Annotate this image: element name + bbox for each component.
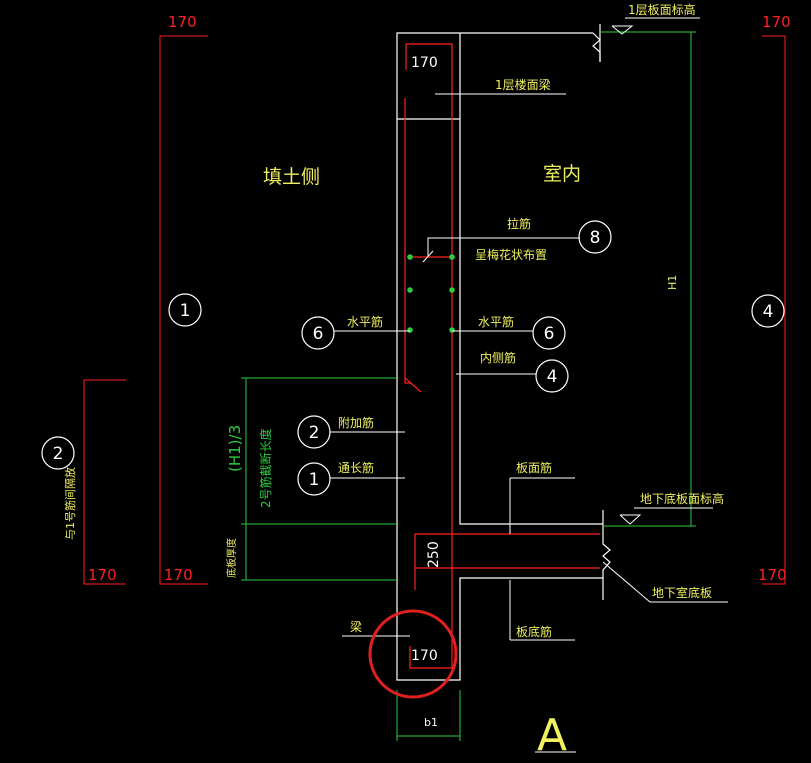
marker-circle-1-left (168, 293, 202, 327)
white-dim-labels: 170 170 b1 250 (411, 55, 442, 729)
basement-slab: 地下室底板 (652, 585, 712, 600)
anchor-note: 与1号筋间隔放 (63, 467, 77, 540)
rebar-dot (449, 287, 455, 293)
green-dimensions (241, 31, 696, 741)
marker-1-mid: 1 (309, 470, 320, 490)
basement-slab-level: 地下底板面标高 (640, 491, 724, 506)
anchor-bracket (83, 379, 126, 585)
bar2-cut-length: 2号筋截断长度 (258, 428, 273, 508)
right-bracket (762, 35, 786, 585)
fill-side-rebar (404, 98, 412, 384)
wall-body (396, 32, 603, 681)
outer-rebar (405, 43, 453, 669)
marker-numbers: 1 2 6 2 1 8 6 4 4 (53, 228, 774, 490)
rebars (404, 43, 600, 669)
slab-250: 250 (426, 541, 442, 568)
additional-bar: 附加筋 (338, 415, 374, 430)
slab-bottom-bar: 板底筋 (516, 624, 552, 639)
bottom-left-170: 170 (88, 566, 117, 584)
tie-arrangement: 呈梅花状布置 (475, 247, 547, 262)
marker-8: 8 (590, 228, 601, 248)
rebar-dots (407, 254, 455, 333)
rebar-dot (407, 254, 413, 260)
floor-level-triangle (611, 25, 634, 35)
wall-outline (396, 24, 611, 681)
basement-slab-leader (602, 561, 728, 603)
marker-circle-1-mid (297, 462, 331, 496)
break-symbol-top (592, 32, 601, 62)
right-bottom-170: 170 (758, 566, 787, 584)
section-letter: A (537, 710, 567, 761)
slab-thickness: 底板厚度 (225, 538, 238, 578)
marker-6-right: 6 (544, 324, 555, 344)
beam-label: 梁 (350, 619, 362, 634)
rebar-dot (449, 327, 455, 333)
tie-bar: 拉筋 (507, 216, 531, 231)
rebar-dot (407, 327, 413, 333)
dimension-brackets (83, 35, 786, 585)
inner-side-bar: 内侧筋 (480, 350, 516, 365)
indoor: 室内 (543, 163, 581, 185)
width-b1: b1 (424, 716, 438, 729)
left-col-bottom-170: 170 (164, 566, 193, 584)
leader-lines (330, 17, 728, 753)
highlight-circle (368, 609, 458, 699)
tie-leader-cross (422, 250, 434, 263)
red-labels: 170 170 170 170 170 (88, 13, 791, 584)
marker-circles (41, 220, 785, 496)
marker-circle-8 (578, 220, 612, 254)
slab-top-bar: 板面筋 (516, 460, 552, 475)
tie-leader (427, 237, 580, 256)
yellow-labels: 1层板面标高 1层楼面梁 填土侧 室内 拉筋 呈梅花状布置 水平筋 水平筋 内侧… (63, 2, 724, 761)
marker-2-mid: 2 (309, 423, 320, 443)
left-bracket (159, 35, 208, 585)
marker-circle-6-left (301, 316, 335, 350)
break-symbol-slab (602, 510, 611, 600)
green-labels: (H1)/3 2号筋截断长度 (226, 425, 273, 508)
fill-side: 填土侧 (263, 166, 320, 188)
floor-level-1: 1层板面标高 (628, 2, 696, 17)
wall-inner-face (459, 33, 603, 525)
marker-circle-2-mid (297, 415, 331, 449)
top-left-170: 170 (168, 13, 197, 31)
rebar-dot (407, 287, 413, 293)
beam-170: 170 (411, 648, 438, 664)
marker-circle-4-mid (535, 359, 569, 393)
additional-bar-line (404, 377, 422, 393)
through-bar: 通长筋 (338, 460, 374, 475)
marker-circle-2-left (41, 436, 75, 470)
marker-circle-6-right (532, 316, 566, 350)
marker-2-left: 2 (53, 444, 64, 464)
marker-1-left: 1 (180, 301, 191, 321)
marker-4-right: 4 (763, 302, 774, 322)
marker-4-mid: 4 (547, 367, 558, 387)
slab-level-triangle (619, 514, 642, 525)
horizontal-bar-right: 水平筋 (478, 314, 514, 329)
horizontal-bar-left: 水平筋 (347, 314, 383, 329)
h1-over-3: (H1)/3 (226, 425, 244, 472)
marker-6-left: 6 (313, 324, 324, 344)
h1-label: H1 (666, 275, 679, 290)
marker-circle-4-right (751, 294, 785, 328)
top-right-170: 170 (762, 13, 791, 31)
rebar-dot (449, 254, 455, 260)
wall-top-170: 170 (411, 55, 438, 71)
slab-top-rebar (414, 533, 600, 590)
floor-beam-1: 1层楼面梁 (495, 77, 551, 92)
